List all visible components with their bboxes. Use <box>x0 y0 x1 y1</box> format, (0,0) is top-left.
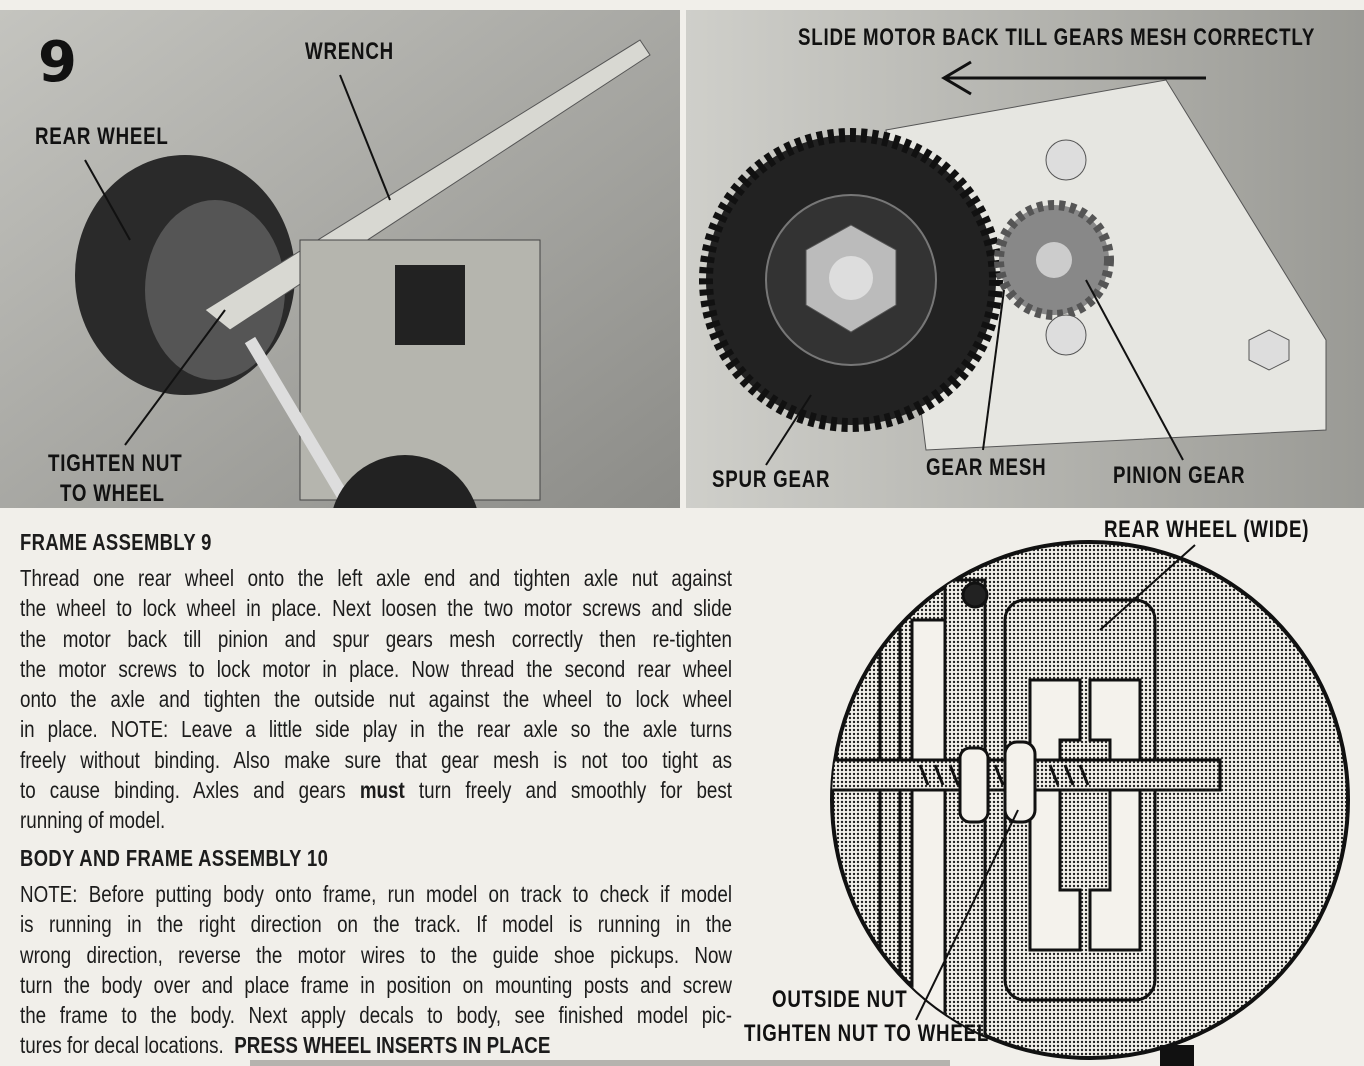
paragraph-line: in place. NOTE: Leave a little side play… <box>20 716 732 743</box>
frame-assembly-section: FRAME ASSEMBLY 9 Thread one rear wheel o… <box>20 527 732 836</box>
inner-nut <box>958 746 990 824</box>
wrench-wheel-illustration <box>0 10 680 508</box>
paragraph-line: the frame to the body. Next apply decals… <box>20 1002 732 1029</box>
body-frame-assembly-heading: BODY AND FRAME ASSEMBLY 10 <box>20 845 329 871</box>
paragraph-line: the motor screws to lock motor in place.… <box>20 655 732 682</box>
paragraph-line: turn the body over and place frame in po… <box>20 971 732 998</box>
wrench-wheel-photo: 9 WRENCH REAR WHEEL TIGHTEN NUT TO WHEEL <box>0 10 680 508</box>
bottom-strip <box>250 1060 950 1066</box>
label-spur-gear: SPUR GEAR <box>712 466 831 493</box>
rear-wheel-diagram <box>830 540 1350 1060</box>
label-to-wheel: TO WHEEL <box>60 480 165 507</box>
text-run: to cause binding. Axles and gears <box>20 777 346 804</box>
body-frame-assembly-section: BODY AND FRAME ASSEMBLY 10 NOTE: Before … <box>20 843 732 1061</box>
decal-icon <box>1160 1045 1194 1066</box>
label-tighten-nut-to-wheel: TIGHTEN NUT TO WHEEL <box>744 1020 990 1047</box>
label-wrench: WRENCH <box>305 38 394 65</box>
paragraph-line: running of model. <box>20 807 166 834</box>
label-gear-mesh: GEAR MESH <box>926 454 1047 481</box>
label-outside-nut: OUTSIDE NUT <box>772 986 908 1013</box>
paragraph-line: tures for decal locations. PRESS WHEEL I… <box>20 1030 732 1060</box>
label-pinion-gear: PINION GEAR <box>1113 462 1246 489</box>
paragraph-line: freely without binding. Also make sure t… <box>20 746 732 773</box>
gear-mesh-photo: SLIDE MOTOR BACK TILL GEARS MESH CORRECT… <box>686 10 1364 508</box>
paragraph-line: to cause binding. Axles and gears must t… <box>20 775 732 805</box>
label-rear-wheel: REAR WHEEL <box>35 123 169 150</box>
gear-illustration <box>686 10 1364 508</box>
paragraph-line: wrong direction, reverse the motor wires… <box>20 941 732 968</box>
outside-nut <box>1003 740 1037 824</box>
paragraph-line: the wheel to lock wheel in place. Next l… <box>20 595 732 622</box>
paragraph-line: is running in the right direction on the… <box>20 911 732 938</box>
label-tighten-nut: TIGHTEN NUT <box>48 450 183 477</box>
paragraph-line: the motor back till pinion and spur gear… <box>20 625 732 652</box>
gear-caption: SLIDE MOTOR BACK TILL GEARS MESH CORRECT… <box>798 24 1316 51</box>
label-rear-wheel-wide: REAR WHEEL (WIDE) <box>1104 516 1310 543</box>
paragraph-line: NOTE: Before putting body onto frame, ru… <box>20 881 732 907</box>
paragraph-line: onto the axle and tighten the outside nu… <box>20 686 732 713</box>
frame-assembly-heading: FRAME ASSEMBLY 9 <box>20 529 212 555</box>
paragraph-line: Thread one rear wheel onto the left axle… <box>20 565 732 591</box>
step-number: 9 <box>38 30 77 95</box>
emphasis-must: must <box>359 777 405 804</box>
press-wheel-inserts-note: PRESS WHEEL INSERTS IN PLACE <box>234 1032 551 1059</box>
text-run: turn freely and smoothly for best <box>418 777 732 804</box>
text-run: tures for decal locations. <box>20 1032 224 1059</box>
